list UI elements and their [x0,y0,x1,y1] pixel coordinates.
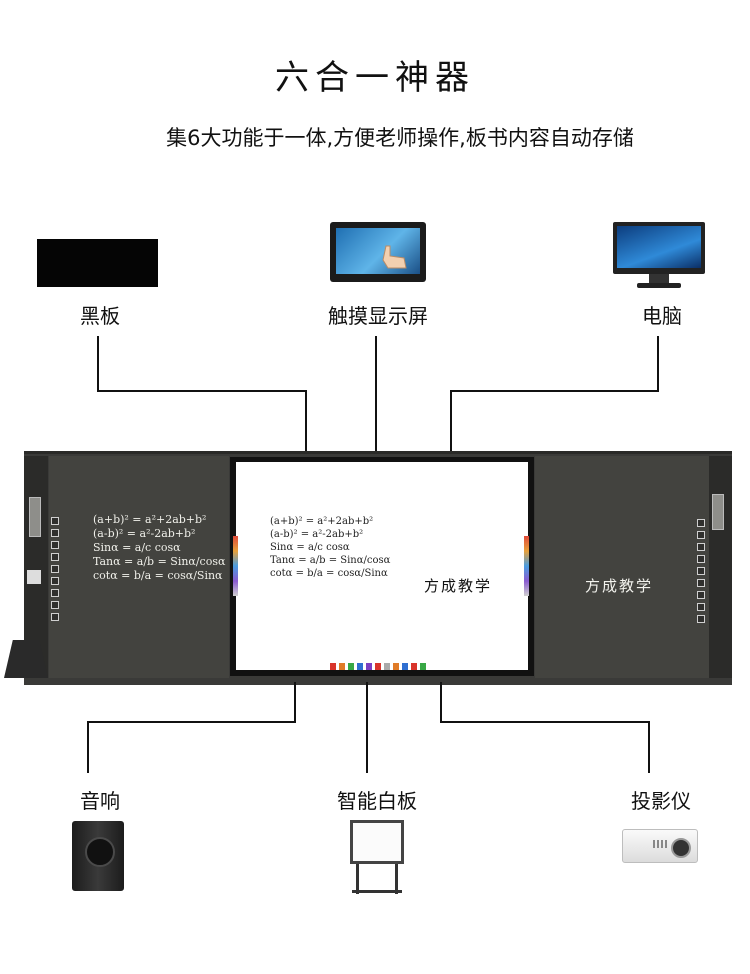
blackboard-left-panel [49,456,229,678]
blackboard-right-panel [535,456,709,678]
screen-dock[interactable] [330,655,440,670]
formula-line: (a+b)² = a²+2ab+b² [270,516,374,527]
connector-line [87,721,296,723]
touch-screen-display[interactable] [236,462,528,670]
formula-line: cotα = b/a = cosα/Sinα [270,568,388,579]
connector-line [87,721,89,773]
projector-icon [622,829,698,863]
page-subtitle: 集6大功能于一体,方便老师操作,板书内容自动存储 [166,126,634,150]
label-whiteboard: 智能白板 [337,789,417,813]
label-blackboard: 黑板 [80,304,120,328]
formula-line: Tanα = a/b = Sinα/cosα [270,555,391,566]
connector-line [366,682,368,773]
label-computer: 电脑 [642,304,682,328]
whiteboard-icon [350,820,404,896]
touch-display-icon [330,222,426,282]
formula-line: Sinα = a/c cosα [93,541,181,554]
pen-slot [29,497,41,537]
computer-monitor-icon [613,222,705,288]
connector-line [294,682,296,722]
formula-line: (a-b)² = a²-2ab+b² [93,527,196,540]
screen-right-toolbar[interactable] [524,536,529,596]
connector-line [657,336,659,392]
power-button [27,570,41,584]
right-button-column [697,519,705,627]
formula-line: Sinα = a/c cosα [270,542,350,553]
formula-line: Tanα = a/b = Sinα/cosα [93,555,226,568]
pen-slot [712,494,724,530]
label-touch-display: 触摸显示屏 [328,304,428,328]
screen-formulas: (a+b)² = a²+2ab+b² (a-b)² = a²-2ab+b² Si… [270,515,390,580]
page-title: 六合一神器 [275,58,475,98]
connector-line [440,721,650,723]
speaker-icon [72,821,124,891]
right-edge-rail [709,456,732,678]
formula-line: (a+b)² = a²+2ab+b² [93,513,207,526]
screen-brand-text: 方成教学 [424,577,493,595]
connector-line [450,390,452,452]
formula-line: cotα = b/a = cosα/Sinα [93,569,223,582]
label-projector: 投影仪 [631,789,691,813]
connector-line [97,390,306,392]
connector-line [450,390,659,392]
label-speaker: 音响 [80,789,120,813]
connector-line [97,336,99,391]
blackboard-icon [37,239,158,287]
connector-line [440,682,442,722]
screen-left-toolbar[interactable] [233,536,238,596]
board-brand-text: 方成教学 [585,577,654,595]
formula-line: (a-b)² = a²-2ab+b² [270,529,364,540]
connector-line [305,390,307,452]
connector-line [648,721,650,773]
left-button-column [51,517,59,625]
chalk-formulas: (a+b)² = a²+2ab+b² (a-b)² = a²-2ab+b² Si… [93,513,225,583]
connector-line [375,336,377,452]
